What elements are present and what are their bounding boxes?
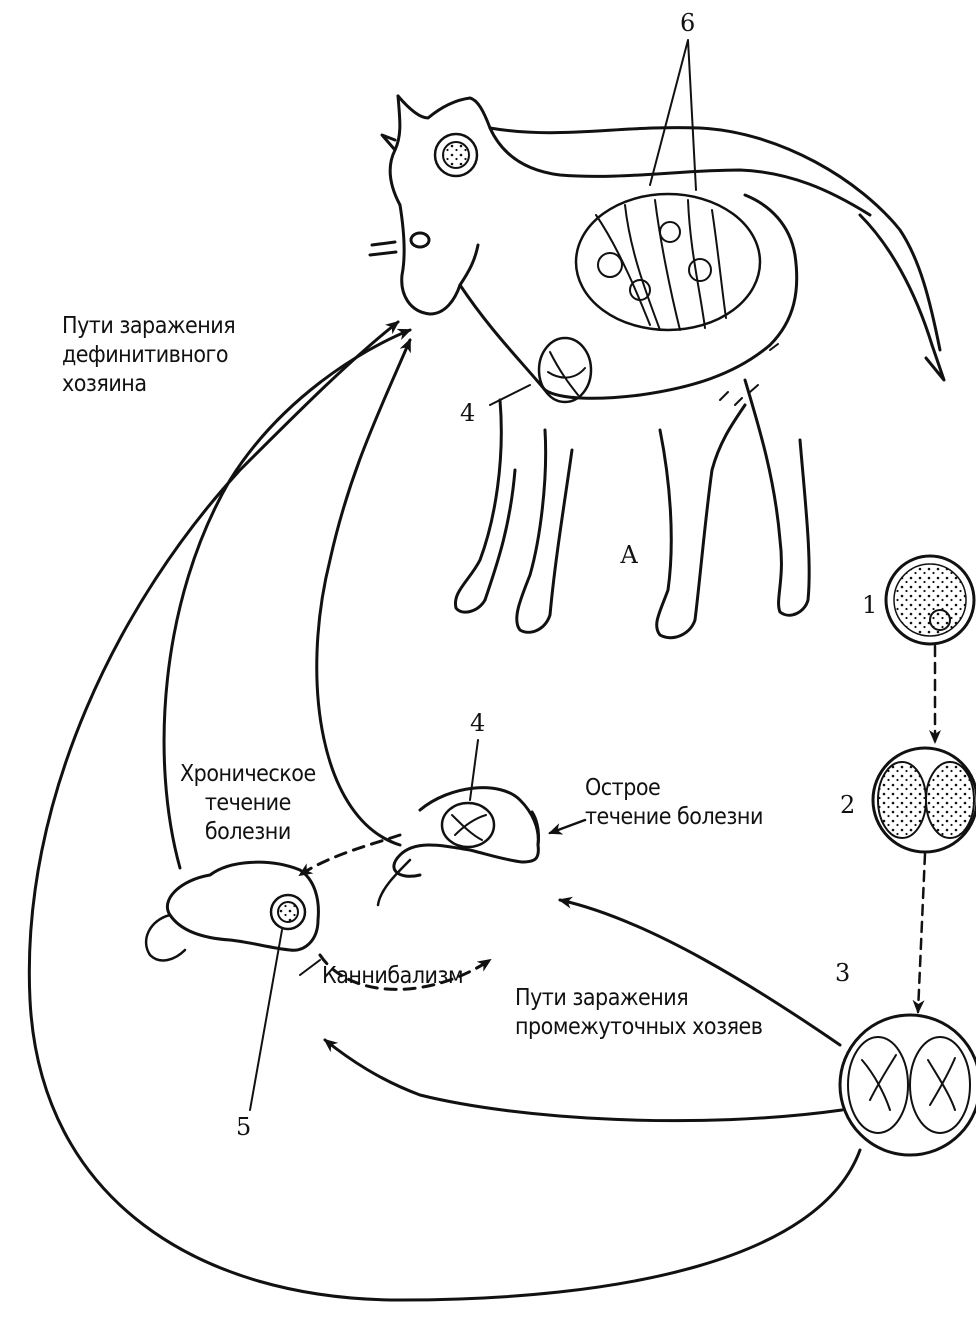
stage-number-2: 2: [840, 790, 855, 820]
stage-number-4-cat: 4: [460, 398, 475, 428]
cat-drawing: [370, 96, 944, 638]
stage-number-3: 3: [835, 958, 850, 988]
infection-arrows: [29, 40, 860, 1300]
host-letter-a: А: [620, 540, 638, 570]
stage-number-5: 5: [236, 1112, 251, 1142]
acute-course-label: Острое течение болезни: [585, 774, 763, 832]
stage-number-6: 6: [680, 8, 695, 38]
chronic-course-label: Хроническое течение болезни: [180, 760, 316, 846]
oocyst-stages: [840, 556, 976, 1155]
mouse-chronic: [146, 862, 318, 960]
cannibalism-label: Каннибализм: [322, 962, 463, 991]
definitive-host-infection-label: Пути заражения дефинитивного хозяина: [62, 312, 235, 398]
intermediate-host-infection-label: Пути заражения промежуточных хозяев: [515, 984, 762, 1042]
mouse-acute: [378, 788, 539, 905]
stage-number-4-mouse: 4: [470, 708, 485, 738]
stage-number-1: 1: [862, 590, 877, 620]
